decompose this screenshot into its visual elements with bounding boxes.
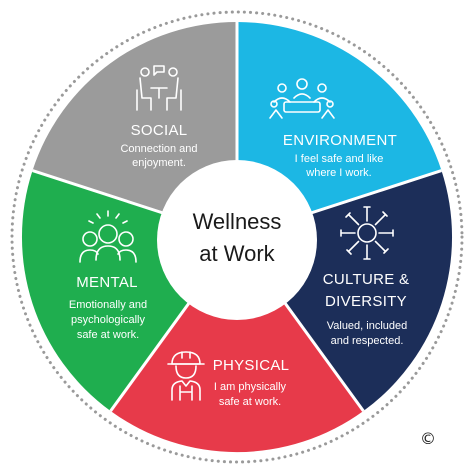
social-desc-line2: enjoyment. [132, 157, 186, 169]
social-desc-line1: Connection and [120, 143, 197, 155]
group-heads-icon [79, 210, 137, 263]
physical-desc-line2: safe at work. [219, 396, 281, 408]
copyright-symbol: © [420, 429, 436, 448]
physical-desc-line1: I am physically [214, 381, 287, 393]
mental-desc-line1: Emotionally and [69, 299, 147, 311]
dotted-outer-ring [10, 10, 464, 464]
culture-desc-line1: Valued, included [327, 320, 408, 332]
culture-title-line1: CULTURE & [323, 271, 410, 288]
environment-desc-line2: where I work. [305, 167, 371, 179]
circle-of-hands-icon [340, 206, 394, 260]
social-title: SOCIAL [131, 122, 188, 139]
environment-title: ENVIRONMENT [283, 132, 397, 149]
environment-desc-line1: I feel safe and like [295, 153, 384, 165]
segment-physical [110, 237, 364, 453]
center-circle [157, 160, 317, 320]
mental-desc-line2: psychologically [71, 314, 145, 326]
culture-title-line2: DIVERSITY [325, 293, 407, 310]
center-title-line2: at Work [199, 241, 275, 266]
hard-hat-worker-icon [167, 351, 205, 401]
meeting-table-icon [269, 78, 335, 119]
mental-desc-line3: safe at work. [77, 329, 139, 341]
culture-desc-line2: and respected. [331, 335, 404, 347]
people-talking-icon [136, 65, 182, 111]
mental-title: MENTAL [76, 274, 138, 291]
center-title-line1: Wellness [193, 209, 282, 234]
physical-title: PHYSICAL [213, 357, 290, 374]
